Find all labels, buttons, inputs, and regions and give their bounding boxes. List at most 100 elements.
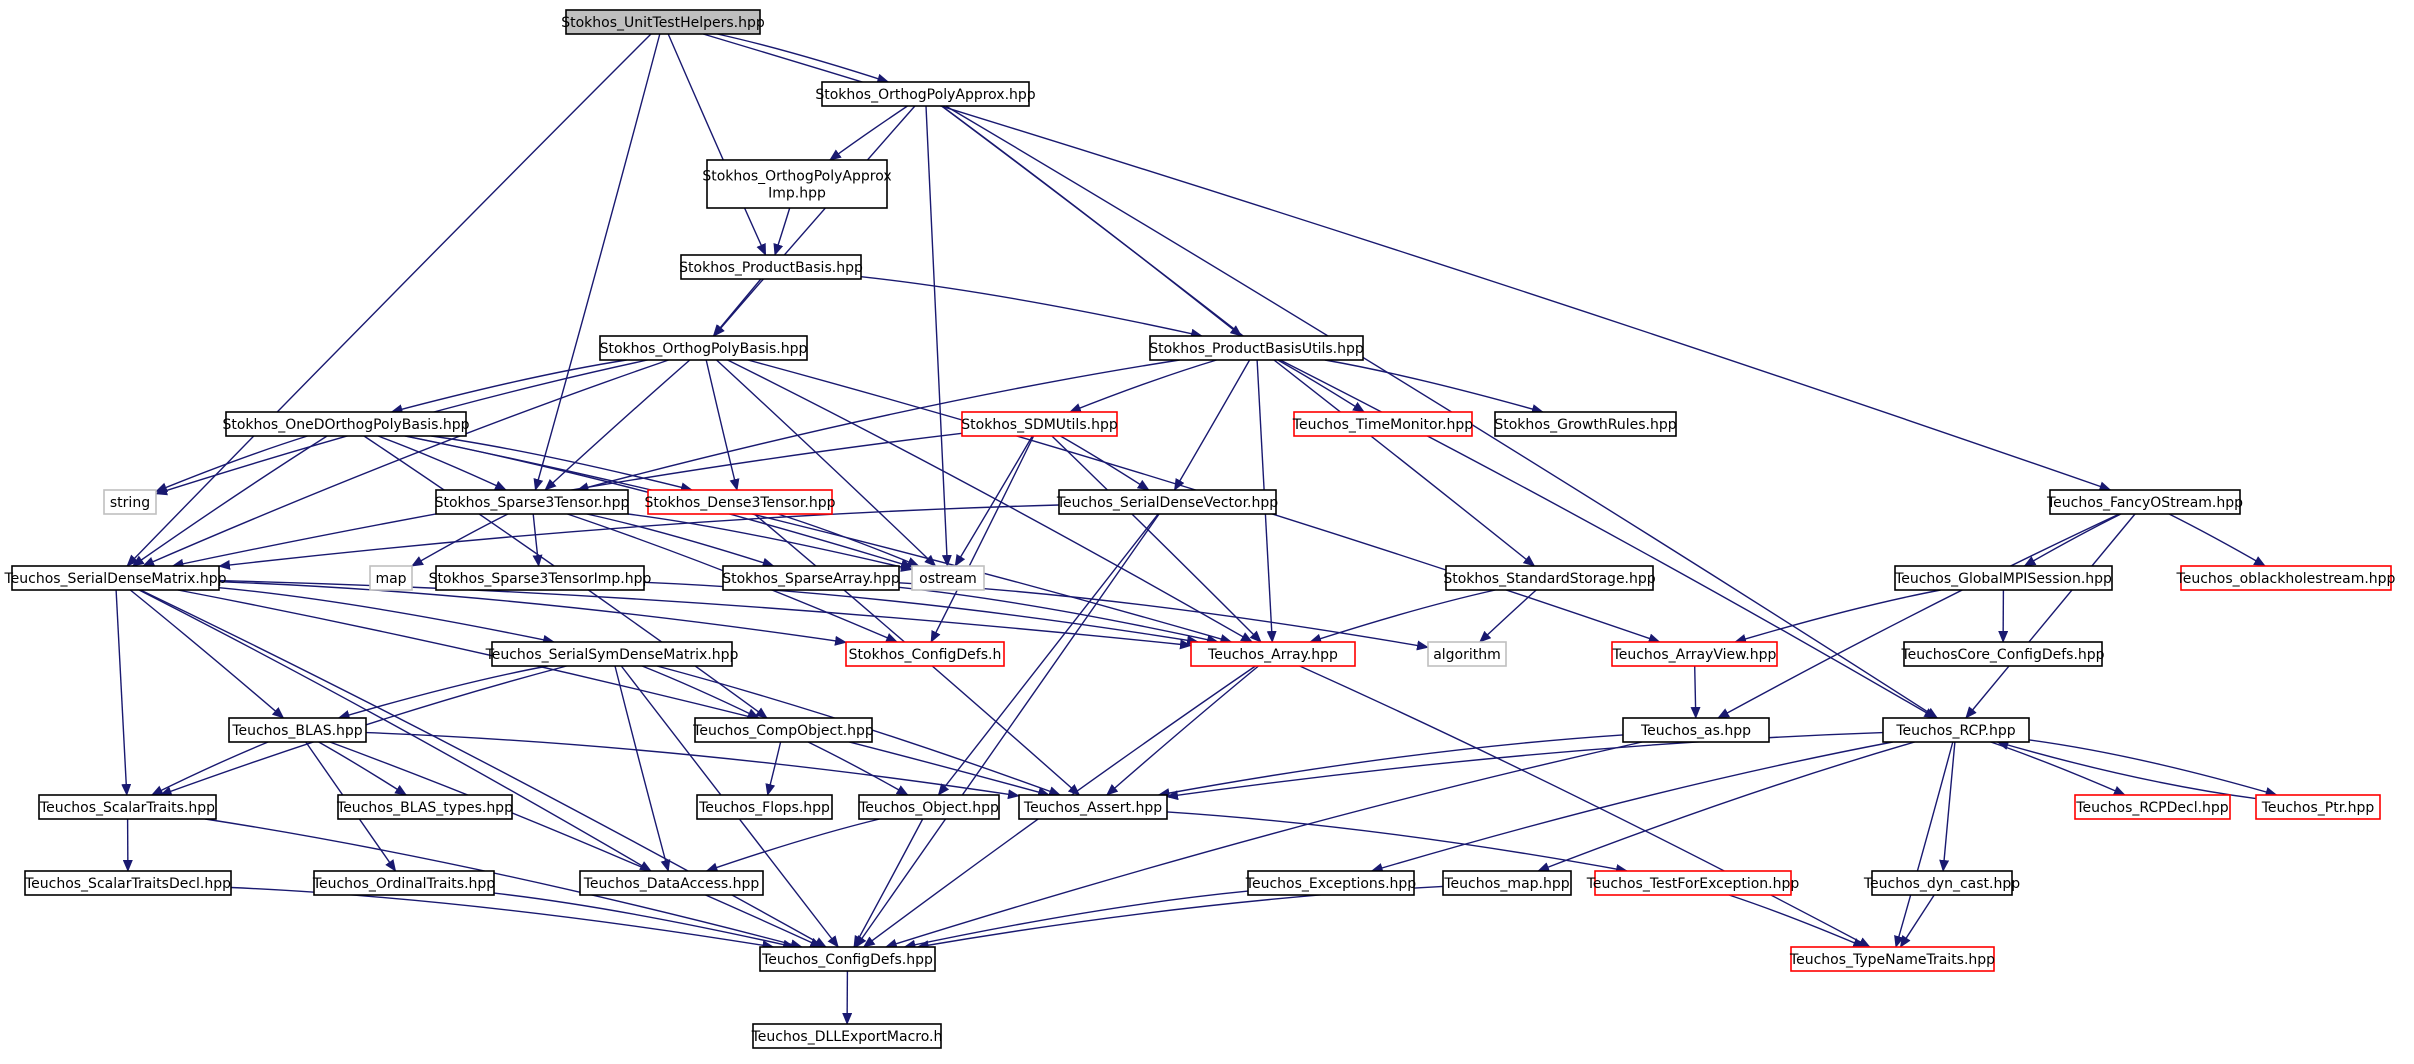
edge-oned-to-tarray: [404, 435, 1233, 644]
node-box: [337, 794, 513, 820]
node-tarray[interactable]: Teuchos_Array.hpp: [1190, 641, 1356, 667]
edge-serialdensematrix-to-serialsym: [218, 587, 556, 645]
node-rcp[interactable]: Teuchos_RCP.hpp: [1882, 717, 2030, 743]
node-ptr[interactable]: Teuchos_Ptr.hpp: [2255, 794, 2381, 820]
node-growthrules[interactable]: Stokhos_GrowthRules.hpp: [1494, 411, 1677, 437]
node-typenametraits[interactable]: Teuchos_TypeNameTraits.hpp: [1789, 946, 1995, 972]
node-serialdensematrix[interactable]: Teuchos_SerialDenseMatrix.hpp: [3, 565, 227, 591]
node-map[interactable]: map: [369, 565, 413, 591]
node-box: [680, 254, 862, 280]
node-tmap[interactable]: Teuchos_map.hpp: [1442, 870, 1572, 896]
node-label: Stokhos_ConfigDefs.h: [849, 647, 1002, 663]
node-label: Teuchos_as.hpp: [1640, 723, 1751, 739]
node-box: [858, 794, 1000, 820]
edge-orthapprox-to-ostream: [925, 105, 952, 567]
node-scalartraitsdecl[interactable]: Teuchos_ScalarTraitsDecl.hpp: [24, 870, 232, 896]
node-object[interactable]: Teuchos_Object.hpp: [858, 794, 1000, 820]
node-label: Stokhos_OrthogPolyApprox: [702, 169, 891, 185]
node-ordinaltraits[interactable]: Teuchos_OrdinalTraits.hpp: [312, 870, 495, 896]
node-label: Teuchos_GlobalMPISession.hpp: [1894, 571, 2112, 587]
edge-sparsearray-to-algorithm: [898, 582, 1429, 651]
node-label: Teuchos_map.hpp: [1443, 876, 1569, 892]
node-label: Teuchos_Array.hpp: [1207, 647, 1338, 663]
node-fancyostream[interactable]: Teuchos_FancyOStream.hpp: [2046, 489, 2243, 515]
edge-fancyostream-to-globalmpi: [2023, 513, 2122, 567]
node-globalmpi[interactable]: Teuchos_GlobalMPISession.hpp: [1894, 565, 2113, 591]
edge-productbasis-to-pbutils: [860, 276, 1203, 339]
node-dense3[interactable]: Stokhos_Dense3Tensor.hpp: [645, 489, 836, 515]
node-rcpdecl[interactable]: Teuchos_RCPDecl.hpp: [2074, 794, 2231, 820]
node-assert[interactable]: Teuchos_Assert.hpp: [1018, 794, 1168, 820]
node-serialdensevec[interactable]: Teuchos_SerialDenseVector.hpp: [1056, 489, 1278, 515]
edge-compobject-to-object: [807, 741, 909, 796]
edge-sparsearray-to-tarray: [898, 586, 1219, 645]
edge-orthbasis-to-oned: [390, 359, 627, 415]
node-as[interactable]: Teuchos_as.hpp: [1622, 717, 1770, 743]
node-sparse3imp[interactable]: Stokhos_Sparse3TensorImp.hpp: [429, 565, 652, 591]
node-arrayview[interactable]: Teuchos_ArrayView.hpp: [1611, 641, 1778, 667]
node-dllexport[interactable]: Teuchos_DLLExportMacro.h: [751, 1023, 943, 1049]
node-timemonitor[interactable]: Teuchos_TimeMonitor.hpp: [1292, 411, 1473, 437]
node-ostream[interactable]: ostream: [911, 565, 985, 591]
node-box: [2255, 794, 2381, 820]
edge-as-to-configdefs: [884, 741, 1643, 949]
node-configdefs[interactable]: Teuchos_ConfigDefs.hpp: [759, 946, 936, 972]
edge-serialdensematrix-to-tarray: [218, 579, 1192, 650]
node-algorithm[interactable]: algorithm: [1427, 641, 1507, 667]
node-exceptions[interactable]: Teuchos_Exceptions.hpp: [1245, 870, 1416, 896]
node-scalartraits[interactable]: Teuchos_ScalarTraits.hpp: [38, 794, 217, 820]
node-label: Teuchos_ScalarTraits.hpp: [39, 800, 215, 816]
edge-blas-to-blastypes: [318, 741, 408, 796]
node-testforexception[interactable]: Teuchos_TestForException.hpp: [1586, 870, 1800, 896]
node-root[interactable]: Stokhos_UnitTestHelpers.hpp: [561, 9, 765, 35]
node-oblackhole[interactable]: Teuchos_oblackholestream.hpp: [2176, 565, 2396, 591]
node-configdefsh[interactable]: Stokhos_ConfigDefs.h: [845, 641, 1005, 667]
node-productbasis[interactable]: Stokhos_ProductBasis.hpp: [679, 254, 863, 280]
node-orthbasis[interactable]: Stokhos_OrthogPolyBasis.hpp: [599, 335, 808, 361]
edge-object-to-configdefs: [853, 818, 924, 948]
node-box: [491, 641, 733, 667]
node-sdmutils[interactable]: Stokhos_SDMUtils.hpp: [961, 411, 1118, 437]
node-label: Teuchos_oblackholestream.hpp: [2176, 571, 2396, 587]
node-box: [696, 794, 833, 820]
edge-productbasis-to-orthbasis: [712, 278, 762, 337]
node-box: [1445, 565, 1654, 591]
edge-serialsym-to-blas: [337, 665, 548, 720]
edge-oned-to-serialdensematrix: [131, 435, 328, 567]
node-string[interactable]: string: [103, 489, 157, 515]
node-dyncast[interactable]: Teuchos_dyn_cast.hpp: [1863, 870, 2020, 896]
node-coreconfig[interactable]: TeuchosCore_ConfigDefs.hpp: [1900, 641, 2105, 667]
node-flops[interactable]: Teuchos_Flops.hpp: [696, 794, 833, 820]
edge-scalartraitsdecl-to-configdefs: [230, 886, 775, 951]
node-label: Teuchos_Ptr.hpp: [2261, 800, 2375, 816]
node-label: Teuchos_RCPDecl.hpp: [2075, 800, 2229, 816]
edge-ordinaltraits-to-configdefs: [493, 892, 796, 950]
edge-orthapprox-to-orthbasis: [713, 105, 916, 337]
edge-serialdensevec-to-object: [937, 513, 1159, 796]
node-box: [1882, 717, 2030, 743]
node-compobject[interactable]: Teuchos_CompObject.hpp: [692, 717, 874, 743]
node-pbutils[interactable]: Stokhos_ProductBasisUtils.hpp: [1149, 335, 1364, 361]
node-orthapprox[interactable]: Stokhos_OrthogPolyApprox.hpp: [815, 81, 1036, 107]
node-oned[interactable]: Stokhos_OneDOrthogPolyBasis.hpp: [222, 411, 470, 437]
edge-tarray-to-assert: [1106, 665, 1259, 796]
node-serialsym[interactable]: Teuchos_SerialSymDenseMatrix.hpp: [485, 641, 739, 667]
edge-rcp-to-rcpdecl: [1990, 741, 2126, 796]
node-box: [1790, 946, 1995, 972]
node-box: [579, 870, 764, 896]
node-box: [103, 489, 157, 515]
edge-orthapprox-to-stdstorage: [941, 105, 1536, 567]
node-dataaccess[interactable]: Teuchos_DataAccess.hpp: [579, 870, 764, 896]
node-sparse3[interactable]: Stokhos_Sparse3Tensor.hpp: [435, 489, 630, 515]
edge-sparse3-to-sparsearray: [586, 513, 775, 568]
node-label: Teuchos_TimeMonitor.hpp: [1292, 417, 1473, 433]
node-stdstorage[interactable]: Stokhos_StandardStorage.hpp: [1443, 565, 1656, 591]
edge-pbutils-to-growthrules: [1324, 359, 1544, 414]
node-sparsearray[interactable]: Stokhos_SparseArray.hpp: [722, 565, 900, 591]
node-blastypes[interactable]: Teuchos_BLAS_types.hpp: [336, 794, 513, 820]
node-blas[interactable]: Teuchos_BLAS.hpp: [228, 717, 367, 743]
node-label: Teuchos_DataAccess.hpp: [583, 876, 760, 892]
edge-object-to-dataaccess: [705, 818, 880, 873]
